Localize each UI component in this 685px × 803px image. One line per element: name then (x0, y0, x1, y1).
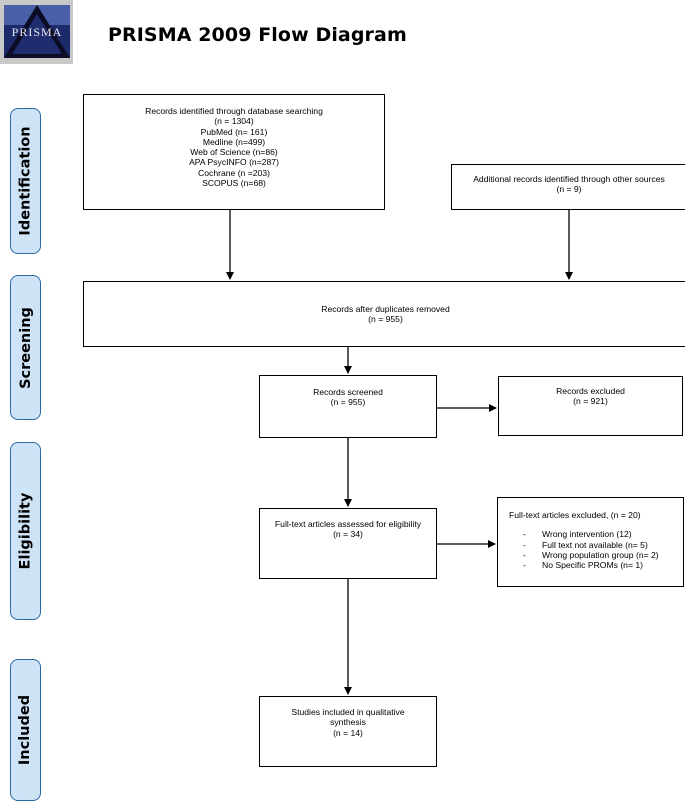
stage-identification-label: Identification (17, 126, 34, 236)
list-item: -Wrong population group (n= 2) (523, 549, 659, 560)
box-line: Records after duplicates removed (321, 304, 450, 314)
studies-included-box: Studies included in qualitative synthesi… (259, 696, 437, 767)
excluded-reasons-list: -Wrong intervention (12) -Full text not … (509, 529, 683, 570)
box-line: (n = 14) (333, 727, 363, 738)
page-title: PRISMA 2009 Flow Diagram (108, 24, 407, 46)
box-line: (n = 955) (330, 397, 366, 408)
box-line: Studies included in qualitative (291, 707, 405, 717)
box-line: Records identified through database sear… (145, 106, 323, 116)
box-line: (n = 955) (368, 314, 403, 325)
box-line: (n = 9) (556, 184, 582, 195)
box-line: APA PsycINFO (n=287) (189, 157, 279, 168)
list-item: -Full text not available (n= 5) (523, 539, 648, 550)
box-line: Records excluded (556, 386, 625, 396)
stage-eligibility: Eligibility (10, 442, 41, 620)
box-line: PubMed (n= 161) (200, 126, 268, 137)
box-line: (n = 921) (573, 396, 608, 407)
box-line: Additional records identified through ot… (473, 174, 665, 184)
records-screened-box: Records screened (n = 955) (259, 375, 437, 438)
box-line: (n = 1304) (214, 116, 254, 127)
box-line: Medline (n=499) (202, 136, 266, 147)
box-line: Records screened (313, 387, 383, 397)
stage-identification: Identification (10, 108, 41, 254)
box-line: synthesis (330, 717, 366, 728)
box-line: Web of Science (n=86) (190, 147, 278, 158)
box-line: Cochrane (n =203) (198, 167, 270, 178)
stage-included-label: Included (17, 694, 34, 766)
logo-text: PRISMA (12, 25, 63, 39)
stage-included: Included (10, 659, 41, 801)
box-line: SCOPUS (n=68) (202, 178, 266, 189)
duplicates-removed-box: Records after duplicates removed (n = 95… (83, 281, 685, 347)
stage-eligibility-label: Eligibility (17, 492, 34, 570)
fulltext-assessed-box: Full-text articles assessed for eligibil… (259, 508, 437, 579)
box-line: (n = 34) (333, 529, 363, 540)
stage-screening: Screening (10, 275, 41, 420)
list-item: -Wrong intervention (12) (523, 529, 632, 540)
records-excluded-box: Records excluded (n = 921) (498, 376, 683, 436)
prisma-logo: PRISMA (0, 0, 73, 64)
stage-screening-label: Screening (17, 306, 34, 389)
fulltext-excluded-box: Full-text articles excluded, (n = 20) -W… (497, 497, 684, 587)
box-line: Full-text articles assessed for eligibil… (274, 519, 422, 529)
list-item: -No Specific PROMs (n= 1) (523, 560, 644, 571)
database-records-box: Records identified through database sear… (83, 94, 385, 210)
excluded-heading: Full-text articles excluded, (n = 20) (509, 510, 641, 520)
other-sources-box: Additional records identified through ot… (451, 164, 685, 210)
